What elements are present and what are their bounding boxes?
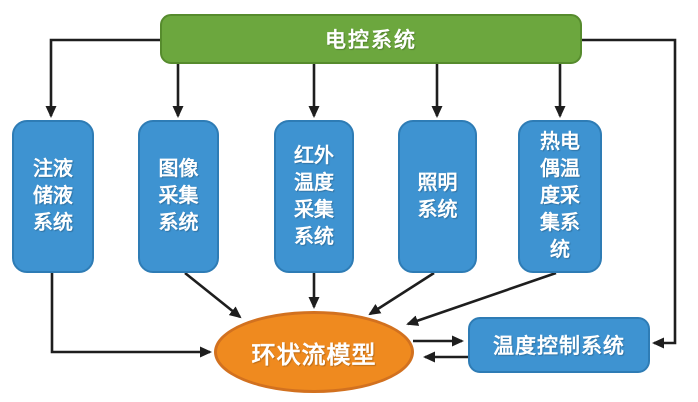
- node-control-system: 电控系统: [160, 14, 582, 64]
- arrow-control-to-temperature-control: [582, 38, 677, 349]
- node-infrared-temperature-acquisition-system: 红外 温度 采集 系统: [274, 120, 354, 273]
- arrow-control-to-liquid-system: [45, 38, 160, 118]
- arrow-lighting-to-model: [368, 271, 435, 316]
- node-annular-flow-model: 环状流模型: [214, 311, 414, 393]
- arrow-liquid-to-model: [50, 273, 212, 358]
- arrow-image-to-model: [184, 271, 242, 319]
- arrow-thermocouple-to-model: [406, 271, 557, 326]
- node-lighting-system: 照明 系统: [398, 120, 477, 273]
- node-liquid-injection-storage-system: 注液 储液 系统: [12, 120, 94, 273]
- node-image-acquisition-system: 图像 采集 系统: [138, 120, 219, 273]
- node-temperature-control-system: 温度控制系统: [468, 317, 650, 373]
- node-thermocouple-temperature-acquisition-system: 热电 偶温 度采 集系 统: [518, 120, 602, 273]
